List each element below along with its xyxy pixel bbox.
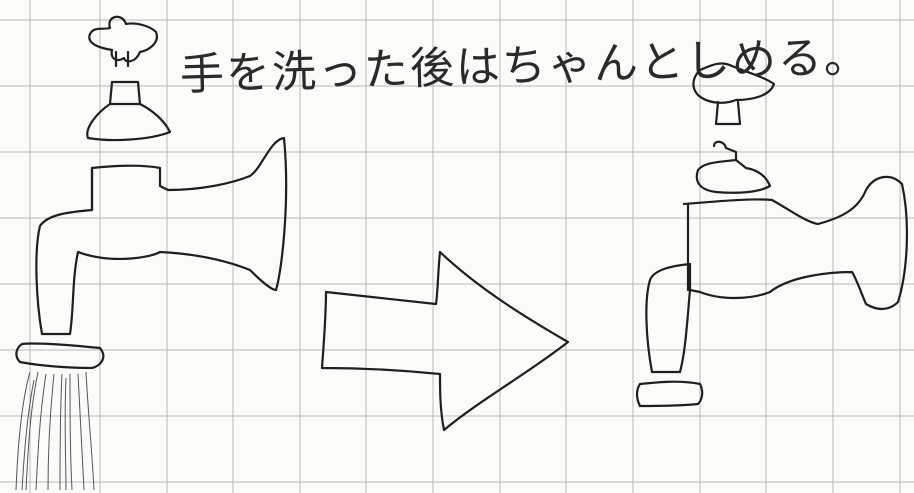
open-faucet-stem — [108, 80, 142, 106]
open-faucet-nozzle — [15, 342, 105, 370]
closed-faucet-body — [645, 175, 908, 374]
water-stream — [15, 371, 95, 491]
closed-faucet-nozzle — [635, 380, 704, 408]
open-faucet-cap — [86, 102, 172, 142]
closed-faucet-knob — [695, 140, 772, 194]
closed-faucet-handle — [692, 62, 776, 104]
closed-faucet-drawing — [635, 62, 908, 408]
open-faucet-body — [35, 136, 288, 336]
open-faucet-handle — [88, 15, 158, 63]
open-faucet-drawing — [15, 15, 288, 491]
transition-arrow — [320, 250, 570, 432]
